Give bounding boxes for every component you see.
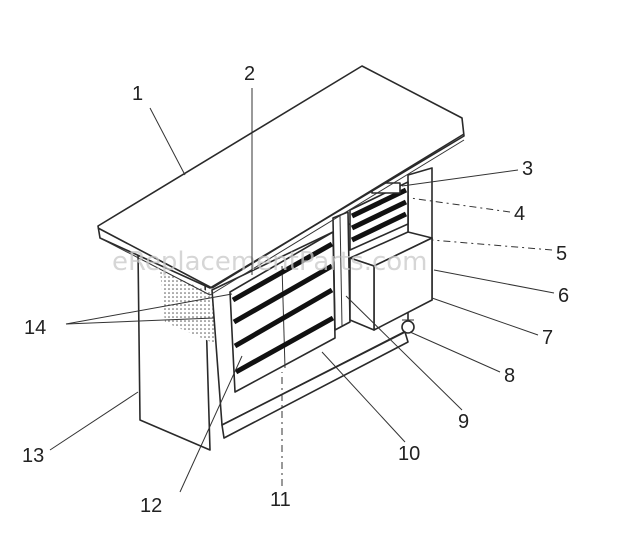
caster-wheel [401, 320, 415, 334]
callout-3: 3 [522, 158, 533, 180]
shelf-3 [233, 287, 334, 349]
callout-10: 10 [398, 443, 420, 465]
leader-1 [149, 107, 186, 176]
leader-3 [401, 169, 519, 187]
callout-5: 5 [556, 243, 567, 265]
watermark: eReplacementParts.com [112, 247, 428, 277]
callouts: 1 2 3 4 5 6 7 8 9 10 11 12 13 14 [22, 63, 569, 517]
leader-lines [49, 88, 555, 493]
callout-9: 9 [458, 411, 469, 433]
shelf-4 [234, 315, 335, 375]
shelf-right-1 [350, 187, 408, 219]
leader-7 [431, 297, 539, 336]
shelf-1 [231, 241, 334, 303]
shelf-2 [232, 263, 334, 325]
left-door [229, 231, 336, 393]
leader-13 [49, 391, 139, 451]
callout-7: 7 [542, 327, 553, 349]
leader-14a [65, 293, 233, 325]
callout-2: 2 [244, 63, 255, 85]
callout-13: 13 [22, 445, 44, 467]
leader-8 [409, 331, 501, 373]
callout-1: 1 [132, 83, 143, 105]
leader-6 [433, 269, 555, 294]
callout-6: 6 [558, 285, 569, 307]
callout-4: 4 [514, 203, 525, 225]
cabinet-body [137, 167, 433, 451]
callout-8: 8 [504, 365, 515, 387]
callout-14: 14 [24, 317, 46, 339]
leader-14b [65, 317, 215, 325]
callout-11: 11 [270, 489, 291, 511]
bottom-plinth [221, 331, 409, 439]
leader-10 [321, 351, 406, 443]
leader-5 [431, 239, 553, 251]
leader-9 [345, 295, 463, 411]
callout-12: 12 [140, 495, 162, 517]
shelf-right-2 [350, 199, 408, 231]
leader-12 [179, 355, 243, 493]
shelf-right-3 [350, 211, 408, 243]
ventilation-grille [160, 270, 218, 345]
